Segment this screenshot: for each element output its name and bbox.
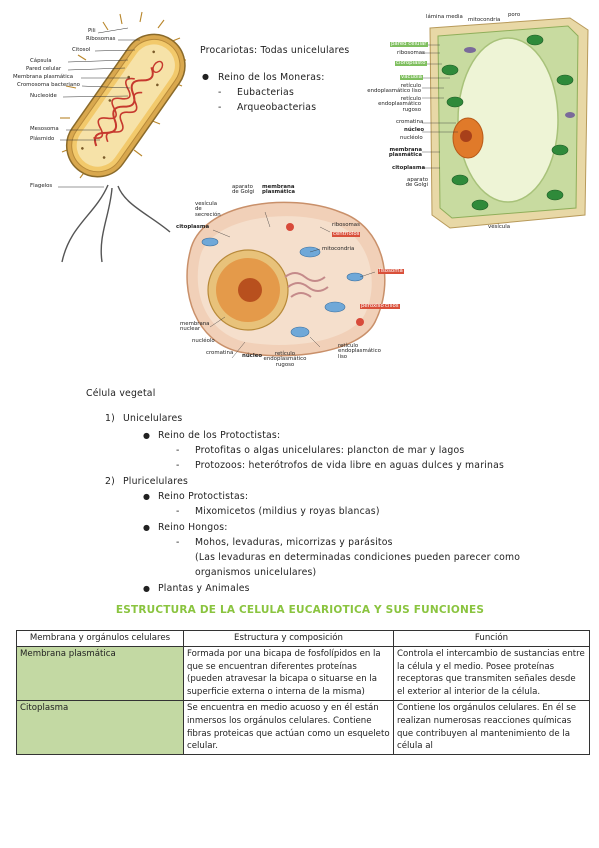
label-nucleo: núcleo <box>242 353 263 359</box>
dash: - <box>218 102 222 113</box>
bullet-dot: ● <box>202 72 209 81</box>
moneras-kingdom: Reino de los Moneras: <box>218 72 325 83</box>
eukaryote-table: Membrana y orgánulos celulares Estructur… <box>16 630 590 756</box>
table-row: Membrana plasmática Formada por una bica… <box>16 645 590 701</box>
bacterium-drawing <box>58 11 186 263</box>
label-plasmido: Plásmido <box>30 136 55 142</box>
label-capsula: Cápsula <box>30 58 52 64</box>
section-title: ESTRUCTURA DE LA CELULA EUCARIOTICA Y SU… <box>115 604 485 616</box>
plant-cell-illustration: lámina media mitocondria poro pared celu… <box>360 10 592 235</box>
label-nucleoide: Nucleoide <box>30 93 57 99</box>
label-nucleolo: nucléolo <box>192 338 215 344</box>
reino-protoctistas: Reino de los Protoctistas: <box>158 430 281 441</box>
dash: - <box>176 460 180 471</box>
levaduras-note-2: organismos unicelulares) <box>195 567 317 578</box>
label-citoplasma: citoplasma <box>176 224 210 230</box>
label-membrana-plasmatica: membrana plasmática <box>388 147 422 159</box>
mixomicetos: Mixomicetos (mildius y royas blancas) <box>195 506 380 517</box>
label-ribosomas: ribosomas <box>397 50 425 56</box>
reino-protoctistas-pluri: Reino Protoctistas: <box>158 491 249 502</box>
list-number-1: 1) <box>105 413 115 424</box>
function-cell: Contiene los orgánulos celulares. En él … <box>393 699 590 756</box>
organelle-name: Membrana plasmática <box>16 645 184 701</box>
label-rer: retículo endoplasmático rugoso <box>378 96 421 113</box>
table-header-row: Membrana y orgánulos celulares Estructur… <box>16 630 590 647</box>
column-header: Función <box>393 630 590 647</box>
structure-cell: Se encuentra en medio acuoso y en él est… <box>183 699 394 756</box>
label-membrana-plasmatica: membrana plasmática <box>262 184 296 196</box>
label-poro: poro <box>508 12 521 18</box>
label-mesosoma: Mesosoma <box>30 126 59 132</box>
dash: - <box>176 537 180 548</box>
label-vacuola: vacuola <box>400 74 423 81</box>
label-peroxisoma: peroxisoma <box>360 303 394 310</box>
label-mitocondria: mitocondria <box>322 246 355 252</box>
label-vesicula: vesícula <box>488 224 510 230</box>
label-citoplasma: citoplasma <box>392 165 426 171</box>
label-mitocondria: mitocondria <box>468 17 501 23</box>
prokaryote-heading: Procariotas: Todas unicelulares <box>200 45 350 56</box>
label-ribosomas: ribosomas <box>332 222 360 228</box>
subitem-eubacterias: Eubacterias <box>237 87 294 98</box>
subitem-arqueobacterias: Arqueobacterias <box>237 102 317 113</box>
table-row: Citoplasma Se encuentra en medio acuoso … <box>16 699 590 756</box>
label-aparato-golgi: aparato de Golgi <box>405 177 428 189</box>
label-nucleo: núcleo <box>404 127 425 133</box>
label-cromatina: cromatina <box>396 119 424 125</box>
pluricelulares: Pluricelulares <box>123 476 189 487</box>
bullet-dot: ● <box>143 523 150 532</box>
label-membrana-plasmatica: Membrana plasmática <box>13 74 74 80</box>
label-cromosoma-bacteriano: Cromosoma bacteriano <box>17 82 80 88</box>
animal-cell-illustration: aparato de Golgi membrana plasmática ves… <box>170 182 405 372</box>
label-rel: retículo endoplasmático liso <box>367 83 421 95</box>
bullet-dot: ● <box>143 431 150 440</box>
label-citosol: Citosol <box>72 47 91 53</box>
list-number-2: 2) <box>105 476 115 487</box>
label-rer: retículo endoplasmático rugoso <box>263 351 307 368</box>
protofitas: Protofitas o algas unicelulares: plancto… <box>195 445 465 456</box>
label-ribosomas: Ribosomas <box>86 36 116 42</box>
unicelulares: Unicelulares <box>123 413 183 424</box>
dash: - <box>176 506 180 517</box>
mohos: Mohos, levaduras, micorrizas y parásitos <box>195 537 393 548</box>
label-cloroplasto: cloroplasto <box>395 60 427 67</box>
label-rel: retículo endoplasmático liso <box>338 343 381 360</box>
label-pared-celular: pared celular <box>390 41 428 48</box>
label-cromatina: cromatina <box>206 350 234 356</box>
label-flagelos: Flagelos <box>30 183 53 189</box>
column-header: Estructura y composición <box>183 630 394 647</box>
label-pili: Pili <box>88 28 96 34</box>
organelle-name: Citoplasma <box>16 699 184 756</box>
plant-cell-drawing <box>422 17 589 229</box>
dash: - <box>218 87 222 98</box>
label-nucleolo: nucléolo <box>400 135 423 141</box>
bullet-dot: ● <box>143 492 150 501</box>
dash: - <box>176 445 180 456</box>
levaduras-note-1: (Las levaduras en determinadas condicion… <box>195 552 521 563</box>
structure-cell: Formada por una bicapa de fosfolípidos e… <box>183 645 394 701</box>
animal-cell-drawing <box>186 201 386 359</box>
protozoos: Protozoos: heterótrofos de vida libre en… <box>195 460 505 471</box>
function-cell: Controla el intercambio de sustancias en… <box>393 645 590 701</box>
bullet-dot: ● <box>143 584 150 593</box>
label-vesicula-secrecion: vesícula de secreción <box>195 201 221 218</box>
label-cilios: cilios <box>384 303 400 310</box>
label-pared-celular: Pared celular <box>26 66 62 72</box>
label-lamina-media: lámina media <box>426 14 463 20</box>
column-header: Membrana y orgánulos celulares <box>16 630 184 647</box>
label-aparato-golgi: aparato de Golgi <box>232 184 255 196</box>
reino-hongos: Reino Hongos: <box>158 522 228 533</box>
celula-vegetal-heading: Célula vegetal <box>86 388 156 399</box>
label-lisosoma: lisosoma <box>378 268 404 275</box>
prokaryote-illustration: Pili Ribosomas Citosol Cápsula Pared cel… <box>0 0 200 270</box>
plantas-animales: Plantas y Animales <box>158 583 250 594</box>
label-centriolos: centríolos <box>332 231 361 238</box>
label-membrana-nuclear: membrana nuclear <box>180 321 210 333</box>
